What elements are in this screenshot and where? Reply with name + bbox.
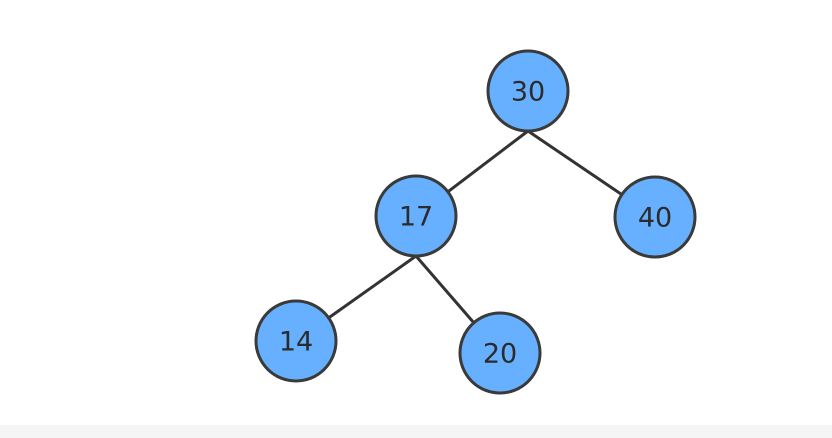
tree-edge-30-17 xyxy=(446,129,530,194)
tree-node-label: 14 xyxy=(279,327,313,358)
tree-node-40: 40 xyxy=(613,175,697,259)
bottom-band xyxy=(0,425,832,438)
tree-edge-17-20 xyxy=(414,254,476,325)
tree-node-20: 20 xyxy=(458,311,542,395)
tree-node-circle xyxy=(374,174,458,258)
tree-node-circle xyxy=(613,175,697,259)
tree-node-label: 30 xyxy=(511,77,545,108)
tree-edges xyxy=(327,129,624,325)
tree-node-circle xyxy=(458,311,542,395)
tree-edge-17-14 xyxy=(327,254,418,320)
tree-nodes: 30 17 40 14 20 xyxy=(254,49,697,395)
tree-node-label: 17 xyxy=(399,202,433,233)
tree-edge-30-40 xyxy=(526,129,624,197)
tree-node-14: 14 xyxy=(254,299,338,383)
tree-node-17: 17 xyxy=(374,174,458,258)
tree-node-label: 20 xyxy=(483,339,517,370)
tree-node-circle xyxy=(254,299,338,383)
tree-node-label: 40 xyxy=(638,203,672,234)
tree-node-circle xyxy=(486,49,570,133)
tree-node-30: 30 xyxy=(486,49,570,133)
